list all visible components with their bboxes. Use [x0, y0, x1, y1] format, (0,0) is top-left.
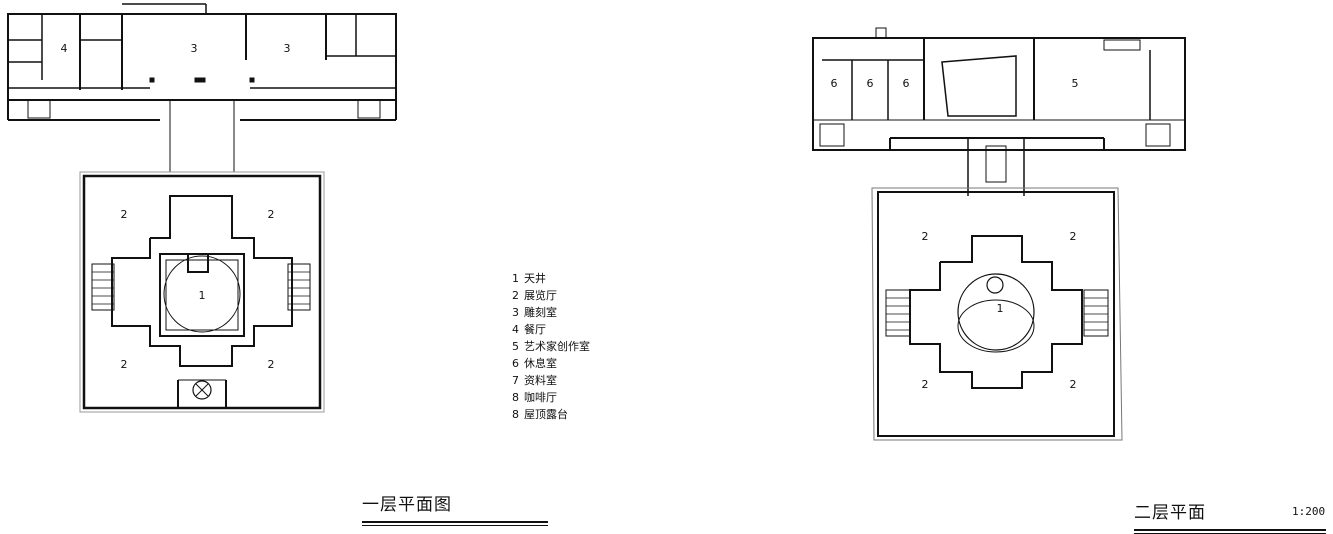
- room-label-2-br-2f: 2: [1070, 378, 1077, 391]
- title-underline-thin: [362, 525, 548, 526]
- room-label-2-tl-2f: 2: [922, 230, 929, 243]
- room-label-6b: 6: [867, 77, 874, 90]
- ground-floor-plan: [7, 3, 397, 413]
- legend-item: 7 资料室: [512, 372, 590, 389]
- room-label-3b: 3: [284, 42, 291, 55]
- room-label-2-bl-2f: 2: [922, 378, 929, 391]
- legend-item: 3 雕刻室: [512, 304, 590, 321]
- legend-item: 2 展览厅: [512, 287, 590, 304]
- legend-item: 8 咖啡厅: [512, 389, 590, 406]
- legend-item: 5 艺术家创作室: [512, 338, 590, 355]
- legend-item-label: 展览厅: [524, 289, 557, 302]
- legend-item: 6 休息室: [512, 355, 590, 372]
- legend-item-number: 1: [512, 272, 519, 285]
- legend-item-label: 餐厅: [524, 323, 546, 336]
- second-floor-room-labels: 6 6 6 5 2 2 1 2 2: [831, 77, 1079, 391]
- room-label-2-tr: 2: [268, 208, 275, 221]
- legend: 1 天井 2 展览厅 3 雕刻室 4 餐厅 5 艺术家创作室 6 休息室 7 资料室 8 咖啡厅 8 屋顶露台: [512, 270, 590, 423]
- second-floor-plan: [812, 27, 1186, 441]
- room-label-2-br: 2: [268, 358, 275, 371]
- legend-item-label: 咖啡厅: [524, 391, 557, 404]
- title-underline: [1134, 529, 1326, 531]
- ground-floor-title-block: 一层平面图: [362, 490, 548, 526]
- legend-item-label: 天井: [524, 272, 546, 285]
- legend-item-number: 5: [512, 340, 519, 353]
- room-label-3a: 3: [191, 42, 198, 55]
- legend-item-number: 3: [512, 306, 519, 319]
- legend-item-label: 雕刻室: [524, 306, 557, 319]
- legend-item: 4 餐厅: [512, 321, 590, 338]
- room-label-1: 1: [199, 289, 206, 302]
- legend-item-label: 休息室: [524, 357, 557, 370]
- legend-item-label: 屋顶露台: [524, 408, 568, 421]
- room-label-4: 4: [61, 42, 68, 55]
- room-label-2-tl: 2: [121, 208, 128, 221]
- room-label-6a: 6: [831, 77, 838, 90]
- room-label-2-bl: 2: [121, 358, 128, 371]
- second-floor-title: 二层平面: [1134, 503, 1206, 523]
- scale-label: 1:200: [1292, 505, 1326, 518]
- legend-item-number: 2: [512, 289, 519, 302]
- legend-item-number: 7: [512, 374, 519, 387]
- legend-item-label: 资料室: [524, 374, 557, 387]
- room-label-2-tr-2f: 2: [1070, 230, 1077, 243]
- legend-item-number: 8: [512, 391, 519, 404]
- legend-item-number: 6: [512, 357, 519, 370]
- room-label-1-2f: 1: [997, 302, 1004, 315]
- legend-item: 8 屋顶露台: [512, 406, 590, 423]
- legend-item-number: 8: [512, 408, 519, 421]
- room-label-5: 5: [1072, 77, 1079, 90]
- legend-item-label: 艺术家创作室: [524, 340, 590, 353]
- ground-floor-title: 一层平面图: [362, 495, 452, 515]
- title-underline: [362, 521, 548, 523]
- ground-floor-room-labels: 4 3 3 2 2 1 2 2: [61, 42, 291, 371]
- legend-item-number: 4: [512, 323, 519, 336]
- room-label-6c: 6: [903, 77, 910, 90]
- legend-item: 1 天井: [512, 270, 590, 287]
